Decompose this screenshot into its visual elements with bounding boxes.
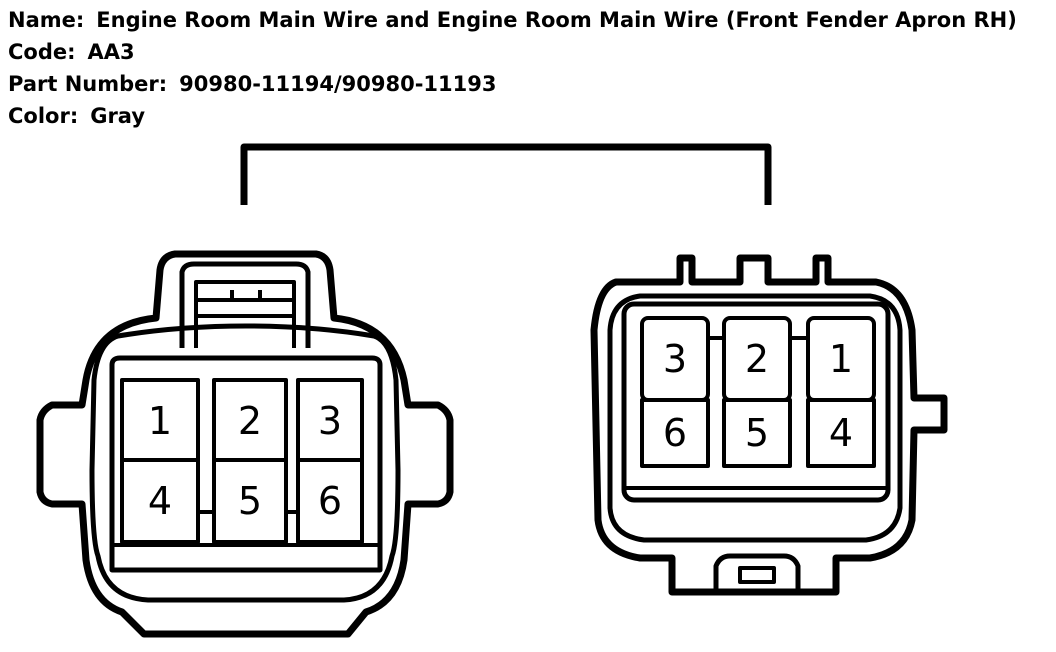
color-line: Color: Gray: [8, 104, 145, 128]
right-pin-cell: [806, 398, 876, 468]
part-number-label: Part Number:: [8, 72, 168, 96]
right-pin-labels: 3 2 1 6 5 4: [663, 337, 853, 455]
right-connector-outer-shell: [590, 254, 948, 596]
left-connector-cavity-frame: [109, 355, 383, 573]
right-pin-number: 6: [663, 411, 687, 455]
right-pin-number: 2: [745, 337, 769, 381]
color-value: Gray: [90, 104, 146, 128]
right-connector-inner-outline: [607, 293, 903, 543]
left-pin-number: 5: [238, 479, 262, 523]
name-line: Name: Engine Room Main Wire and Engine Ro…: [8, 8, 1017, 32]
left-pin-number: 6: [318, 479, 342, 523]
left-pin-number: 2: [238, 399, 262, 443]
left-rib: [284, 380, 300, 514]
right-connector-cavity-frame: [621, 301, 891, 503]
name-value: Engine Room Main Wire and Engine Room Ma…: [96, 8, 1017, 32]
right-pin-cell: [722, 398, 792, 468]
name-label: Name:: [8, 8, 85, 32]
right-pin-cell: [640, 398, 710, 468]
left-connector-outer-shell: [36, 250, 454, 638]
code-label: Code:: [8, 40, 76, 64]
left-connector-inner-outline: [89, 323, 401, 603]
right-connector: [590, 254, 948, 596]
right-lock-slot: [738, 566, 776, 584]
right-pin-number: 4: [829, 411, 853, 455]
right-pin-number: 1: [829, 337, 853, 381]
left-pin-number: 3: [318, 399, 342, 443]
color-label: Color:: [8, 104, 79, 128]
right-pin-number: 3: [663, 337, 687, 381]
part-number-value: 90980-11194/90980-11193: [179, 72, 497, 96]
left-pin-number: 4: [148, 479, 172, 523]
mating-bracket: [240, 143, 772, 205]
left-pin-number: 1: [148, 399, 172, 443]
left-connector-latch: [179, 261, 311, 348]
right-pin-number: 5: [745, 411, 769, 455]
left-rib: [196, 380, 216, 514]
right-connector-lock: [713, 553, 801, 592]
left-pin-labels: 1 2 3 4 5 6: [148, 399, 342, 523]
code-value: AA3: [87, 40, 135, 64]
part-number-line: Part Number: 90980-11194/90980-11193: [8, 72, 496, 96]
code-line: Code: AA3: [8, 40, 135, 64]
left-connector: [36, 250, 454, 638]
